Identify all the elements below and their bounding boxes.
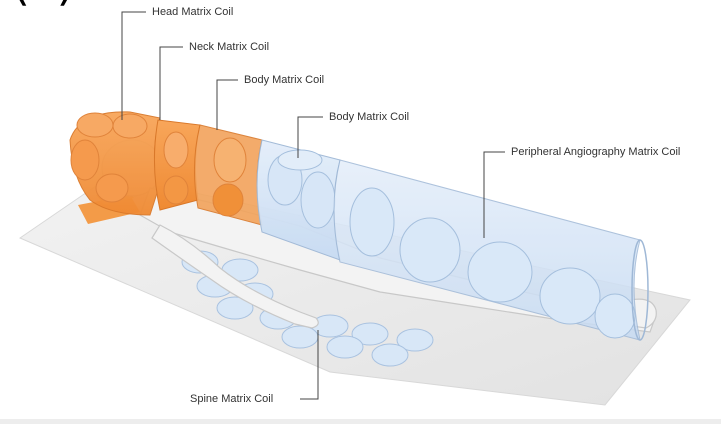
bottom-edge-strip bbox=[0, 419, 721, 424]
peripheral-angiography-coil-label: Peripheral Angiography Matrix Coil bbox=[511, 146, 680, 158]
neck-matrix-coil-label: Neck Matrix Coil bbox=[189, 41, 269, 53]
spine-matrix-coil-label: Spine Matrix Coil bbox=[190, 393, 273, 405]
leader-body1 bbox=[217, 80, 238, 130]
leader-neck bbox=[160, 47, 183, 120]
head-matrix-coil-label: Head Matrix Coil bbox=[152, 6, 233, 18]
body-matrix-coil-label-1: Body Matrix Coil bbox=[244, 74, 324, 86]
body-matrix-coil-label-2: Body Matrix Coil bbox=[329, 111, 409, 123]
leader-head bbox=[122, 12, 146, 120]
body-matrix-coil-1 bbox=[194, 125, 262, 225]
neck-matrix-coil bbox=[154, 120, 200, 210]
